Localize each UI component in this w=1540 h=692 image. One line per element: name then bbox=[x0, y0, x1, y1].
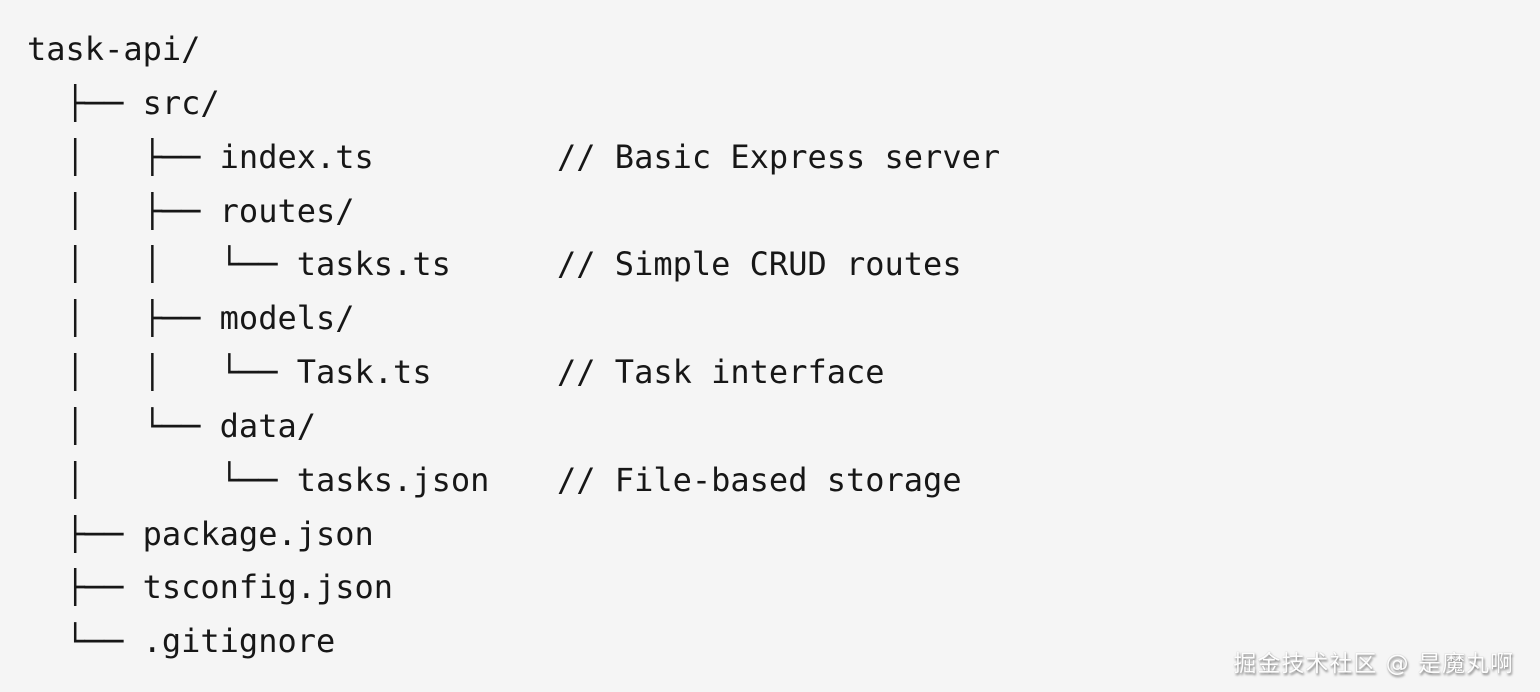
folder-name: src/ bbox=[142, 83, 220, 122]
file-name: .gitignore bbox=[142, 622, 336, 661]
inline-comment: // File-based storage bbox=[557, 460, 962, 499]
tree-branch-prefix: │ │ └── bbox=[27, 353, 297, 392]
file-name: tasks.ts bbox=[296, 245, 451, 284]
tree-branch-prefix: └── bbox=[27, 622, 143, 661]
file-name: package.json bbox=[142, 514, 374, 553]
tree-branch-prefix: ├── bbox=[27, 83, 143, 122]
tree-row-gitignore: └── .gitignore bbox=[0, 615, 1540, 669]
tree-row-tasks-ts: │ │ └── tasks.ts // Simple CRUD routes bbox=[0, 238, 1540, 292]
folder-name: models/ bbox=[219, 299, 355, 338]
tree-row-task-ts: │ │ └── Task.ts // Task interface bbox=[0, 346, 1540, 400]
tree-branch-prefix: │ ├── bbox=[27, 191, 220, 230]
watermark: 掘金技术社区 @ 是魔丸啊 bbox=[1233, 651, 1514, 677]
tree-branch-prefix: ├── bbox=[27, 514, 143, 553]
tree-row-data: │ └── data/ bbox=[0, 400, 1540, 454]
tree-branch-prefix: │ └── bbox=[27, 460, 297, 499]
file-name: tsconfig.json bbox=[142, 568, 394, 607]
inline-comment: // Basic Express server bbox=[557, 137, 1001, 176]
root-folder-name: task-api/ bbox=[27, 30, 201, 68]
file-name: Task.ts bbox=[296, 353, 432, 392]
file-tree: task-api/ ├── src/ │ ├── index.ts // Basi… bbox=[0, 23, 1540, 669]
tree-row-models: │ ├── models/ bbox=[0, 292, 1540, 346]
tree-branch-prefix: │ └── bbox=[27, 406, 220, 445]
tree-row-src: ├── src/ bbox=[0, 77, 1540, 131]
tree-branch-prefix: │ ├── bbox=[27, 299, 220, 338]
tree-row-package-json: ├── package.json bbox=[0, 508, 1540, 562]
tree-branch-prefix: │ ├── bbox=[27, 137, 220, 176]
tree-row-index-ts: │ ├── index.ts // Basic Express server bbox=[0, 131, 1540, 185]
tree-row-tasks-json: │ └── tasks.json // File-based storage bbox=[0, 454, 1540, 508]
tree-row-root: task-api/ bbox=[0, 23, 1540, 77]
tree-branch-prefix: ├── bbox=[27, 568, 143, 607]
inline-comment: // Simple CRUD routes bbox=[557, 245, 962, 284]
file-name: index.ts bbox=[219, 137, 374, 176]
folder-name: data/ bbox=[219, 406, 316, 445]
file-name: tasks.json bbox=[296, 460, 490, 499]
tree-row-tsconfig-json: ├── tsconfig.json bbox=[0, 561, 1540, 615]
tree-branch-prefix: │ │ └── bbox=[27, 245, 297, 284]
folder-name: routes/ bbox=[219, 191, 355, 230]
inline-comment: // Task interface bbox=[557, 353, 885, 392]
tree-row-routes: │ ├── routes/ bbox=[0, 185, 1540, 239]
